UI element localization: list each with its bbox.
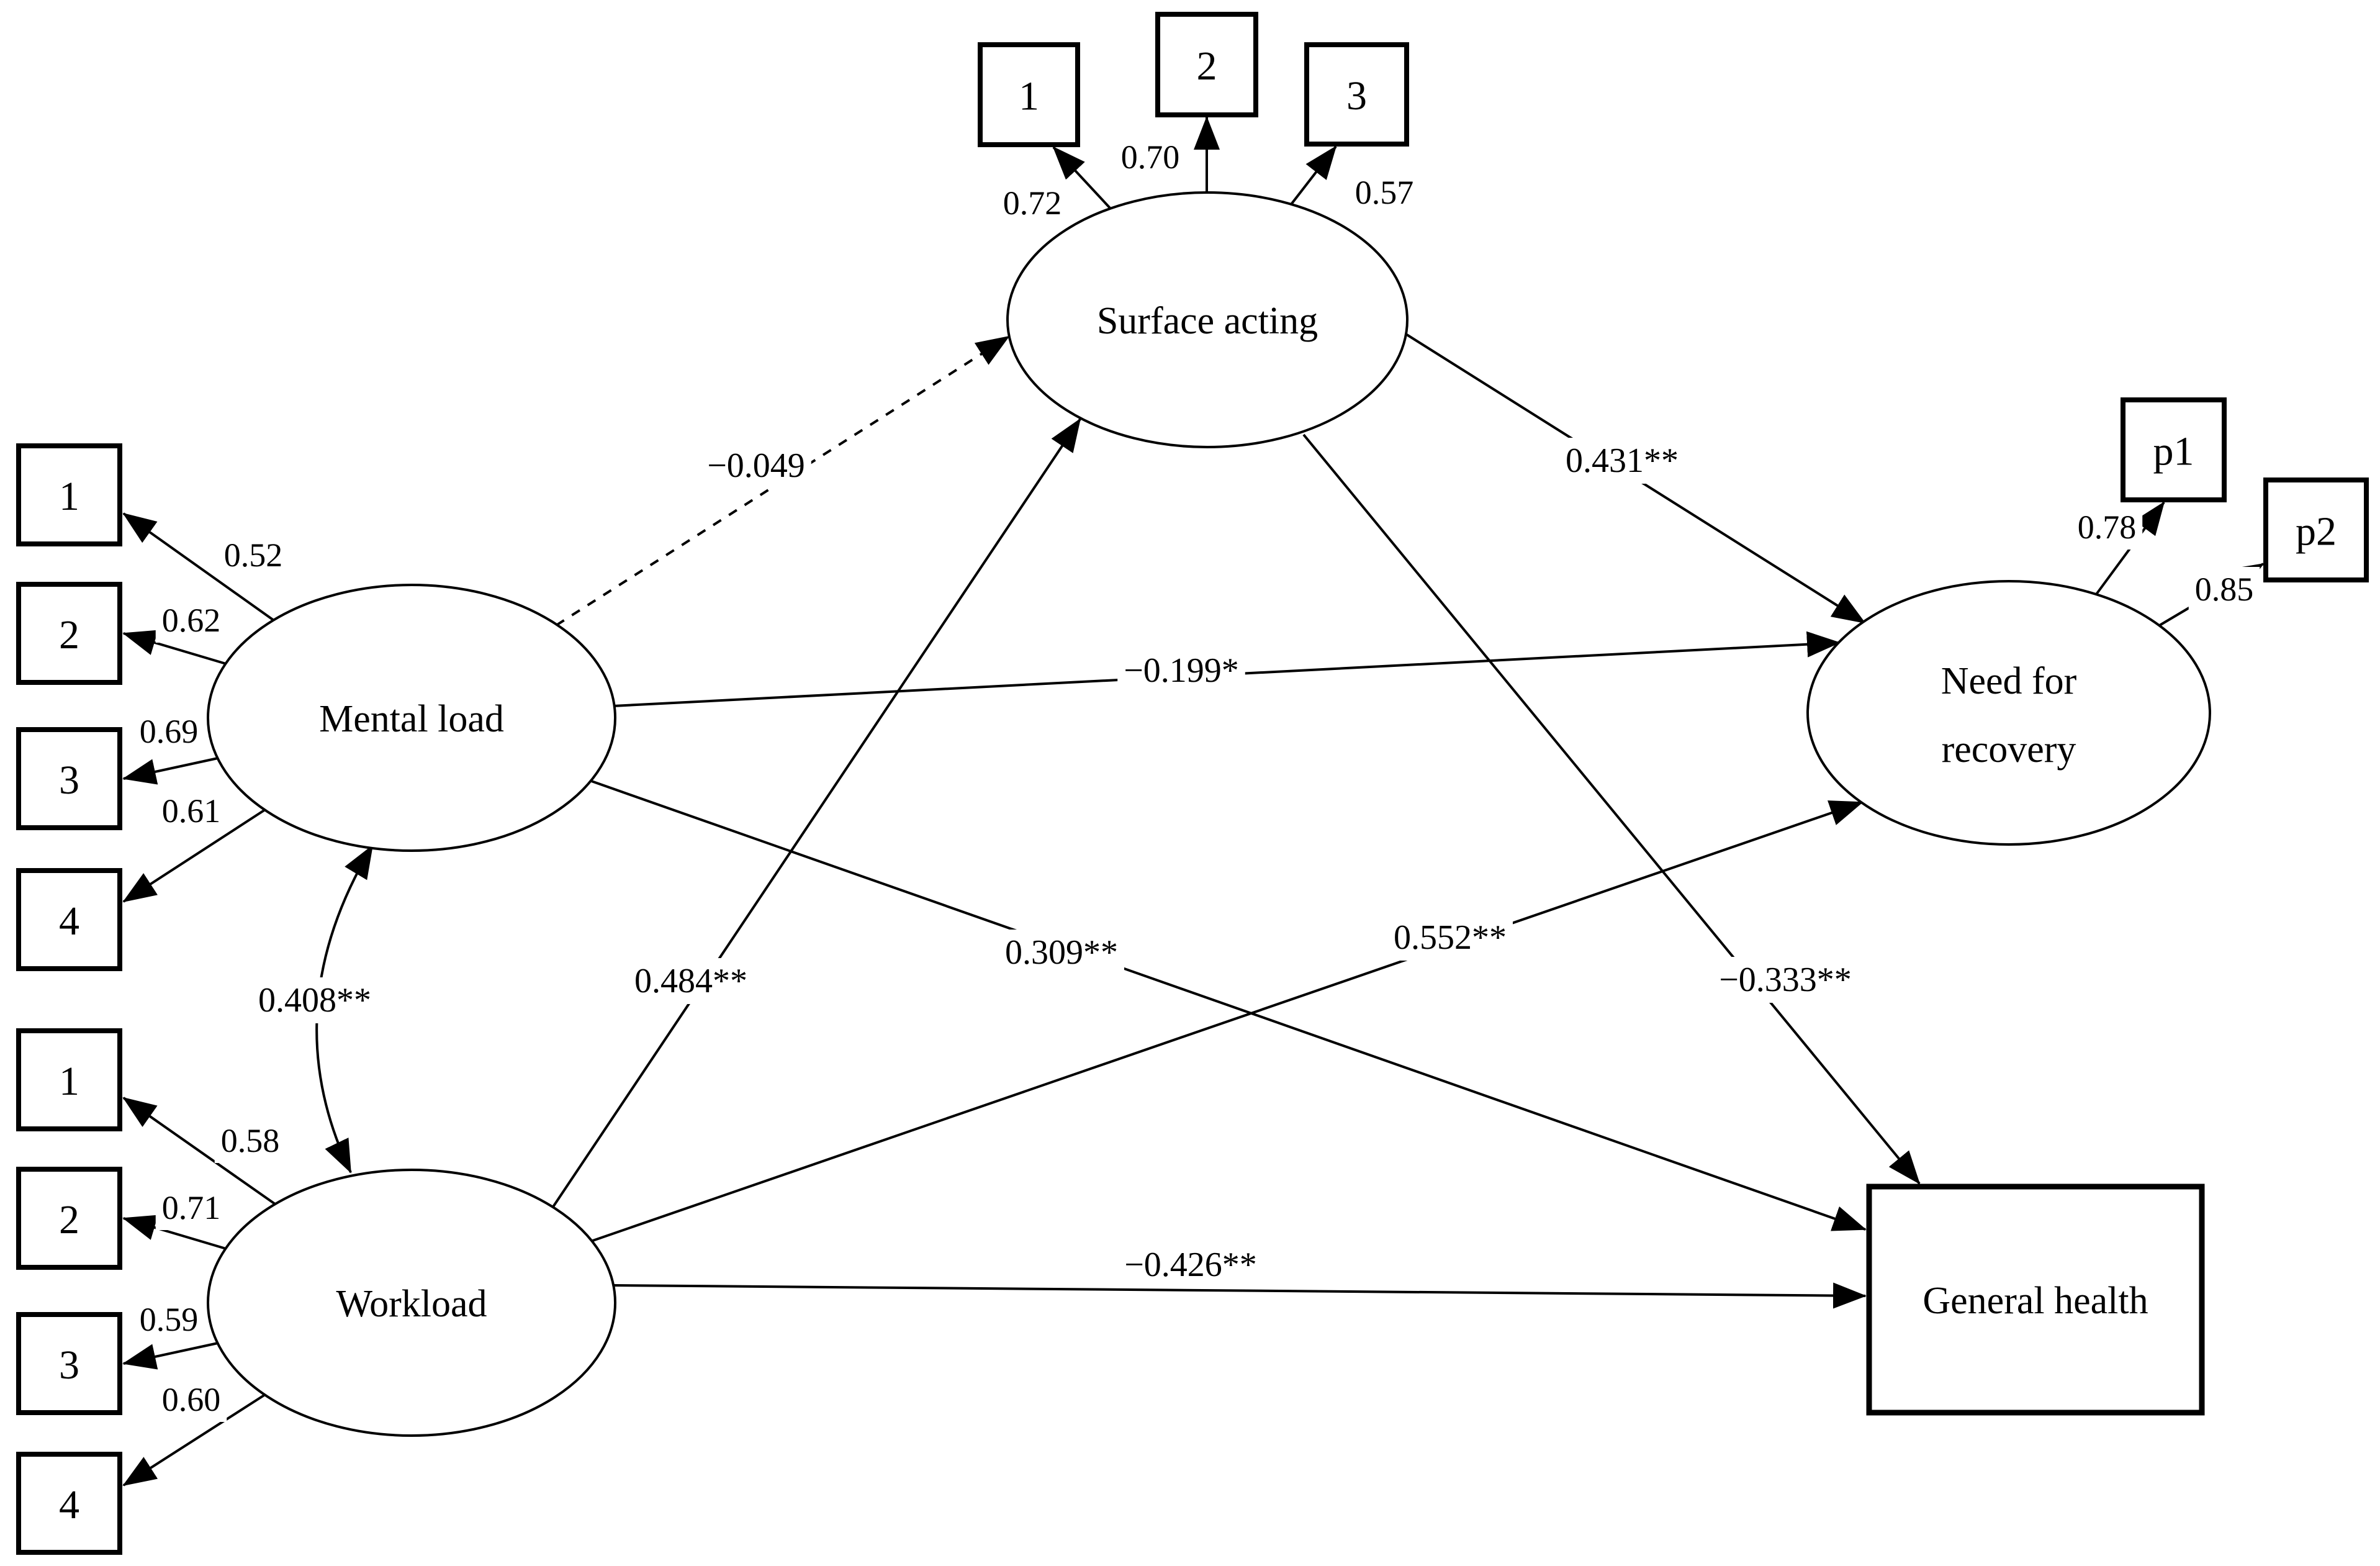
loading-label-sa2: 0.70 [1121,138,1180,176]
indicator-square-sa1 [978,42,1080,147]
coef-label-wl-sa: 0.484** [634,962,747,1000]
latent-ellipse-workload [207,1169,616,1437]
indicator-label-ml2: 2 [59,612,79,658]
label-mask [133,709,205,754]
indicator-square-wl1 [16,1028,122,1131]
label-mask [1387,915,1513,961]
labels-layer: −0.049 −0.199* 0.309** 0.484** 0.552** −0.426… [59,43,2337,1528]
label-mask [217,533,289,577]
indicator-square-sa2 [1155,12,1258,117]
loading-label-wl1: 0.58 [221,1122,280,1159]
path-arrow-wl-nr [590,800,1864,1242]
label-mask [214,1118,286,1163]
indicator-label-wl2: 2 [59,1197,79,1242]
path-arrow-wl-sa [551,418,1081,1209]
indicator-square-p2 [2263,477,2369,582]
loading-label-wl2: 0.71 [162,1189,221,1226]
covariance-label-ml-wl: 0.408** [258,981,371,1020]
label-mask [999,930,1124,975]
label-mask [628,958,754,1004]
indicator-arrow-ml2 [122,630,227,665]
label-mask [1713,957,1858,1003]
loading-label-ml3: 0.69 [140,713,199,750]
coef-label-ml-gh: 0.309** [1005,933,1118,972]
latent-ellipse-surface-acting [1006,191,1409,448]
indicator-label-sa1: 1 [1019,74,1039,119]
latent-label-workload: Workload [336,1283,487,1325]
indicator-arrow-ml1 [122,512,275,622]
indicator-label-p1: p1 [2153,429,2194,474]
coef-label-sa-nr: 0.431** [1566,441,1679,480]
indicator-label-ml4: 4 [59,898,79,944]
label-mask [2188,567,2260,612]
indicator-arrow-wl4 [122,1393,266,1487]
coef-label-wl-gh: −0.426** [1124,1246,1257,1284]
label-mask [701,443,811,489]
coef-label-ml-nr: −0.199* [1124,651,1239,690]
label-mask [1117,648,1245,694]
indicator-square-p1 [2121,397,2227,502]
label-mask [996,181,1068,225]
path-arrow-ml-gh [589,779,1867,1231]
latent-ellipse-need-for-recovery [1806,580,2211,846]
latent-label-mental-load: Mental load [319,698,504,740]
label-mask [1559,438,1685,484]
latent-label-surface-acting: Surface acting [1097,300,1318,342]
indicator-label-wl4: 4 [59,1482,79,1528]
indicator-label-wl3: 3 [59,1342,79,1388]
indicator-label-sa2: 2 [1197,43,1217,89]
loading-label-wl3: 0.59 [140,1301,199,1338]
indicator-square-ml3 [16,727,122,830]
indicator-arrow-wl2 [122,1215,227,1250]
loading-label-sa1: 0.72 [1003,184,1062,222]
label-mask [133,1297,205,1342]
label-mask [155,1377,227,1422]
latent-ellipse-mental-load [207,584,616,852]
indicator-square-wl2 [16,1167,122,1270]
label-mask [155,598,227,643]
loading-label-p2: 0.85 [2195,571,2254,608]
observed-label-general-health: General health [1922,1280,2148,1322]
indicator-arrow-sa1 [1052,146,1112,210]
coef-label-sa-gh: −0.333** [1719,961,1852,999]
indicator-square-ml2 [16,582,122,685]
indicator-square-wl3 [16,1312,122,1415]
loading-label-ml4: 0.61 [162,792,221,830]
indicator-square-ml4 [16,868,122,971]
indicator-arrow-wl1 [122,1097,276,1205]
label-mask [252,977,377,1023]
observed-rect-general-health [1866,1184,2205,1416]
loading-label-sa3: 0.57 [1355,174,1414,211]
path-arrow-wl-gh [613,1282,1867,1309]
indicator-arrow-wl3 [122,1342,219,1370]
indicator-arrow-ml3 [122,757,219,785]
path-arrow-sa-gh [1302,433,1921,1185]
indicator-label-sa3: 3 [1346,73,1367,119]
coef-label-wl-nr: 0.552** [1394,918,1507,957]
indicator-square-wl4 [16,1452,122,1555]
loading-label-wl4: 0.60 [162,1381,221,1418]
indicator-label-ml1: 1 [59,474,79,519]
indicator-arrow-ml4 [122,808,266,903]
label-mask [2071,505,2143,550]
loading-label-p1: 0.78 [2078,509,2137,546]
indicator-square-sa3 [1304,42,1409,147]
coef-label-ml-sa: −0.049 [707,446,805,485]
indicator-label-ml3: 3 [59,758,79,803]
indicator-label-wl1: 1 [59,1059,79,1104]
indicator-arrow-sa3 [1290,145,1337,206]
loading-label-ml2: 0.62 [162,602,221,639]
nodes-layer [16,12,2369,1555]
label-mask [155,1185,227,1230]
label-mask [1118,1242,1263,1288]
loading-label-ml1: 0.52 [224,536,283,574]
label-mask [1114,135,1186,179]
label-mask [155,789,227,833]
label-mask [1348,170,1420,215]
indicator-square-ml1 [16,443,122,546]
indicator-label-p2: p2 [2296,509,2337,554]
